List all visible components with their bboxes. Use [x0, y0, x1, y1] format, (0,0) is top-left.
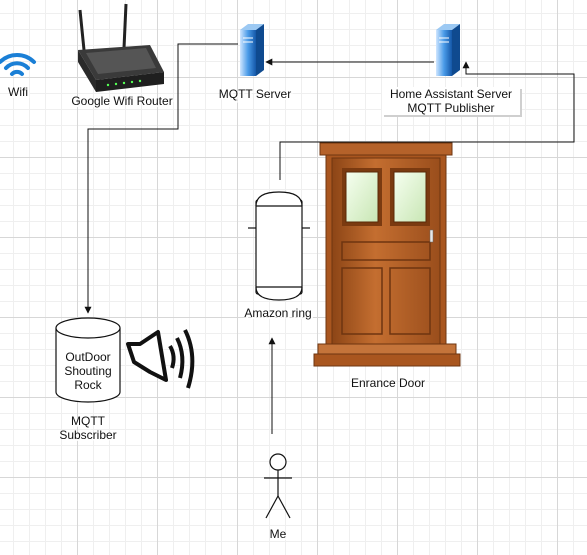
wifi-label: Wifi [8, 85, 28, 99]
stick-figure-icon [264, 453, 292, 519]
rock-label: OutDoor Shouting Rock [64, 350, 112, 392]
door-label: Enrance Door [350, 376, 426, 390]
connector-mqtt-to-rock [84, 43, 238, 314]
router-icon [78, 3, 164, 92]
connector-ring-to-ha-server [279, 61, 575, 180]
speaker-icon [126, 329, 195, 389]
wifi-icon [0, 52, 36, 76]
rock-caption: MQTT Subscriber [59, 414, 117, 442]
amazon-ring-tank-icon [248, 191, 310, 301]
mqtt-server-label: MQTT Server [218, 87, 292, 101]
rock-cylinder-icon [55, 317, 121, 403]
amazon-ring-label: Amazon ring [244, 306, 312, 320]
ha-server-label: Home Assistant Server MQTT Publisher [382, 87, 520, 115]
router-label: Google Wifi Router [71, 94, 173, 108]
ha-server-icon [436, 24, 460, 76]
connectors [84, 43, 575, 434]
mqtt-server-icon [240, 24, 264, 76]
entrance-door-icon [313, 142, 461, 367]
me-label: Me [269, 527, 287, 541]
